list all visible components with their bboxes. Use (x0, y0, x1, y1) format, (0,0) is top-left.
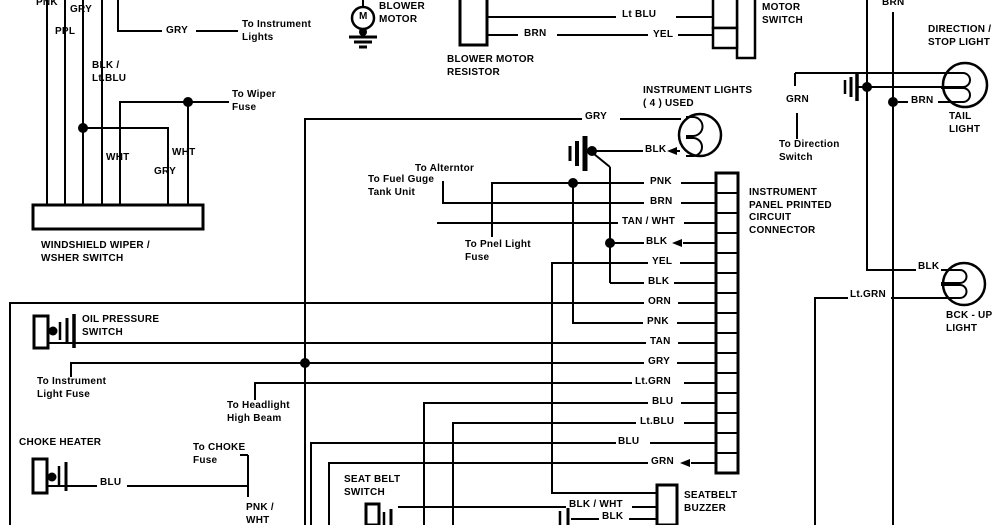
label-to-instrument-lights: To Instrument Lights (242, 19, 312, 43)
gry-instrument-line (304, 118, 681, 525)
label-to-alterntor: To Alterntor (415, 163, 475, 174)
label-to-direction-switch: To Direction Switch (779, 139, 840, 163)
label-instrument-lights-used: INSTRUMENT LIGHTS ( 4 ) USED (643, 85, 753, 109)
seat-belt-switch-icon (364, 502, 657, 525)
label-choke-heater: CHOKE HEATER (19, 437, 102, 448)
motor-switch-connector (711, 0, 757, 60)
label-to-headlight-high-beam: To Headlight High Beam (227, 400, 290, 424)
label-backup-light: BCK - UP LIGHT (946, 310, 993, 334)
label-blk-instr-bulb: BLK (645, 144, 667, 155)
label-to-choke-fuse: To CHOKE Fuse (193, 442, 246, 466)
label-motor-switch: MOTOR SWITCH (762, 2, 803, 26)
label-wire-pnk: PNK (36, 0, 58, 8)
label-conn-row-10: GRY (648, 356, 671, 367)
label-conn-row-9: TAN (650, 336, 671, 347)
seatbelt-buzzer-box (655, 483, 679, 525)
wiper-switch-wires (46, 0, 238, 205)
label-conn-row-1: PNK (650, 176, 672, 187)
label-conn-row-2: BRN (650, 196, 673, 207)
label-pnk-wht-bottom: PNK / WHT (246, 502, 274, 525)
label-conn-row-12: BLU (652, 396, 674, 407)
label-conn-row-11: Lt.GRN (635, 376, 671, 387)
label-lt-blu: Lt BLU (622, 9, 657, 20)
label-brn-tail: BRN (911, 95, 934, 106)
label-grn-direction: GRN (786, 94, 809, 105)
label-oil-pressure-switch: OIL PRESSURE SWITCH (82, 314, 160, 338)
label-tail-light: TAIL LIGHT (949, 111, 981, 135)
label-brn-top: BRN (882, 0, 905, 8)
label-connector-desc: INSTRUMENT PANEL PRINTED CIRCUIT CONNECT… (749, 187, 832, 236)
label-conn-row-8: PNK (647, 316, 669, 327)
label-conn-row-5: YEL (652, 256, 673, 267)
dimmer-ground-icon (568, 136, 680, 283)
label-to-instrument-light-fuse: To Instrument Light Fuse (37, 376, 107, 400)
blower-motor-symbol (349, 0, 377, 49)
label-seatbelt-buzzer: SEATBELT BUZZER (684, 490, 738, 514)
label-gry-instr-feed: GRY (166, 25, 189, 36)
label-motor-m: M (359, 11, 368, 22)
junction-dots (78, 82, 898, 368)
label-conn-row-15: GRN (651, 456, 674, 467)
wiper-switch-box (31, 203, 205, 231)
label-to-wiper-fuse: To Wiper Fuse (232, 89, 276, 113)
label-blk-backup: BLK (918, 261, 940, 272)
label-to-fuel-guge: To Fuel Guge Tank Unit (368, 174, 435, 198)
label-conn-row-13: Lt.BLU (640, 416, 675, 427)
instrument-panel-connector (714, 171, 740, 475)
label-direction-stop-light: DIRECTION / STOP LIGHT (928, 24, 992, 48)
tail-light-bulb (941, 61, 989, 109)
label-to-pnel-light-fuse: To Pnel Light Fuse (465, 239, 531, 263)
label-gry-mid: GRY (154, 166, 177, 177)
label-blk-wht: BLK / WHT (569, 499, 623, 510)
backup-light-bulb (941, 261, 987, 307)
label-wht-right: WHT (172, 147, 196, 158)
label-blower-motor-resistor: BLOWER MOTOR RESISTOR (447, 54, 535, 78)
blower-motor-resistor-symbol (458, 0, 713, 47)
choke-heater-icon (31, 454, 249, 497)
wire-arrowheads (667, 147, 690, 467)
label-wire-blk-ltblu: BLK / Lt.BLU (92, 60, 127, 84)
label-wht-left: WHT (106, 152, 130, 163)
label-ltgrn-backup: Lt.GRN (850, 289, 886, 300)
buzzer-ground-icon (558, 508, 657, 525)
label-conn-row-14: BLU (618, 436, 640, 447)
instrument-lights-bulb (677, 112, 723, 158)
oil-pressure-switch-icon (32, 314, 76, 350)
label-blk-buzzer: BLK (602, 511, 624, 522)
label-windshield-wiper-switch: WINDSHIELD WIPER / WSHER SWITCH (41, 240, 150, 264)
label-conn-row-6: BLK (648, 276, 670, 287)
label-seat-belt-switch: SEAT BELT SWITCH (344, 474, 401, 498)
label-conn-row-4: BLK (646, 236, 668, 247)
label-conn-row-3: TAN / WHT (622, 216, 676, 227)
ground-icon (843, 73, 859, 101)
label-brn-resistor: BRN (524, 28, 547, 39)
label-wire-ppl: PPL (55, 26, 76, 37)
label-conn-row-7: ORN (648, 296, 671, 307)
label-wire-gry: GRY (70, 4, 93, 15)
label-yel-switch: YEL (653, 29, 674, 40)
label-gry-long-line: GRY (585, 111, 608, 122)
label-blu-choke: BLU (100, 477, 122, 488)
label-blower-motor: BLOWER MOTOR (379, 1, 425, 25)
connector-row-wires (9, 181, 716, 525)
